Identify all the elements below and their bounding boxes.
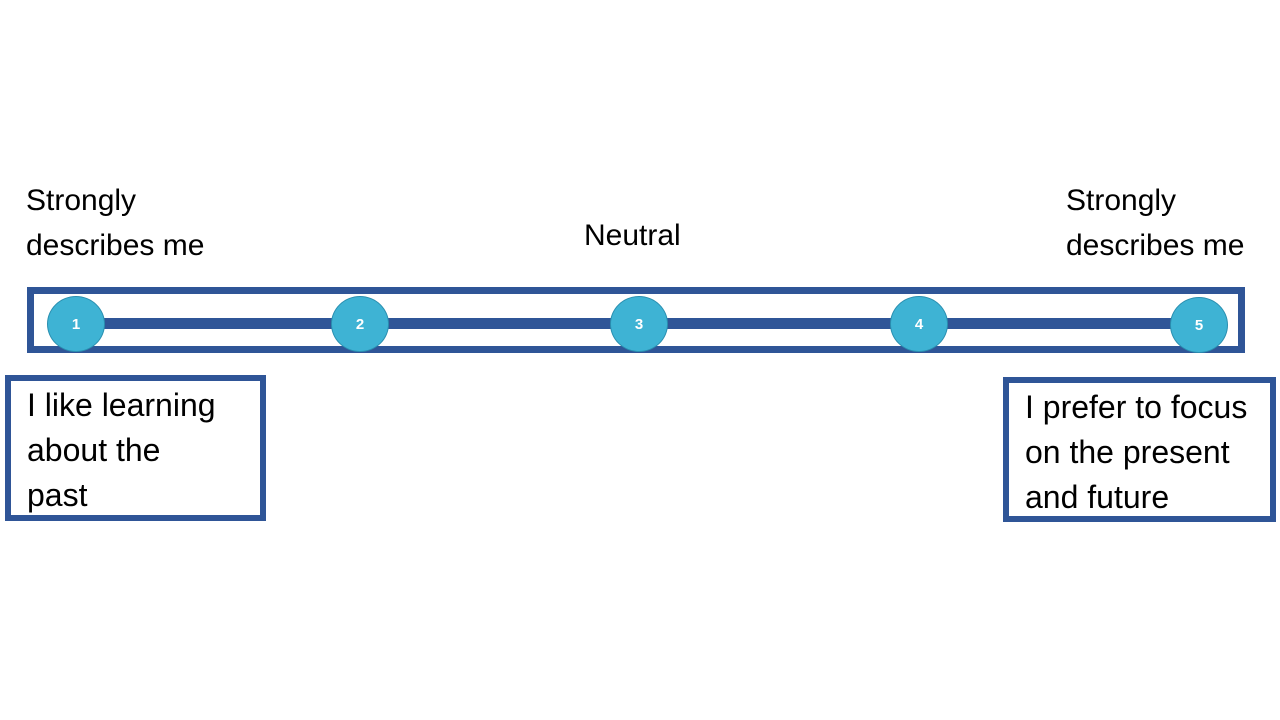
right-anchor-label: Strongly describes me: [1066, 184, 1245, 262]
left-anchor-label: Strongly describes me: [26, 184, 205, 262]
neutral-anchor-label: Neutral: [584, 219, 681, 252]
right-statement-box: I prefer to focus on the present and fut…: [1003, 377, 1276, 522]
scale-point-5[interactable]: 5: [1170, 297, 1228, 353]
scale-point-4[interactable]: 4: [890, 296, 948, 352]
scale-point-1[interactable]: 1: [47, 296, 105, 352]
scale-point-2[interactable]: 2: [331, 296, 389, 352]
left-statement-box: I like learning about the past: [5, 375, 266, 521]
scale-point-3[interactable]: 3: [610, 296, 668, 352]
